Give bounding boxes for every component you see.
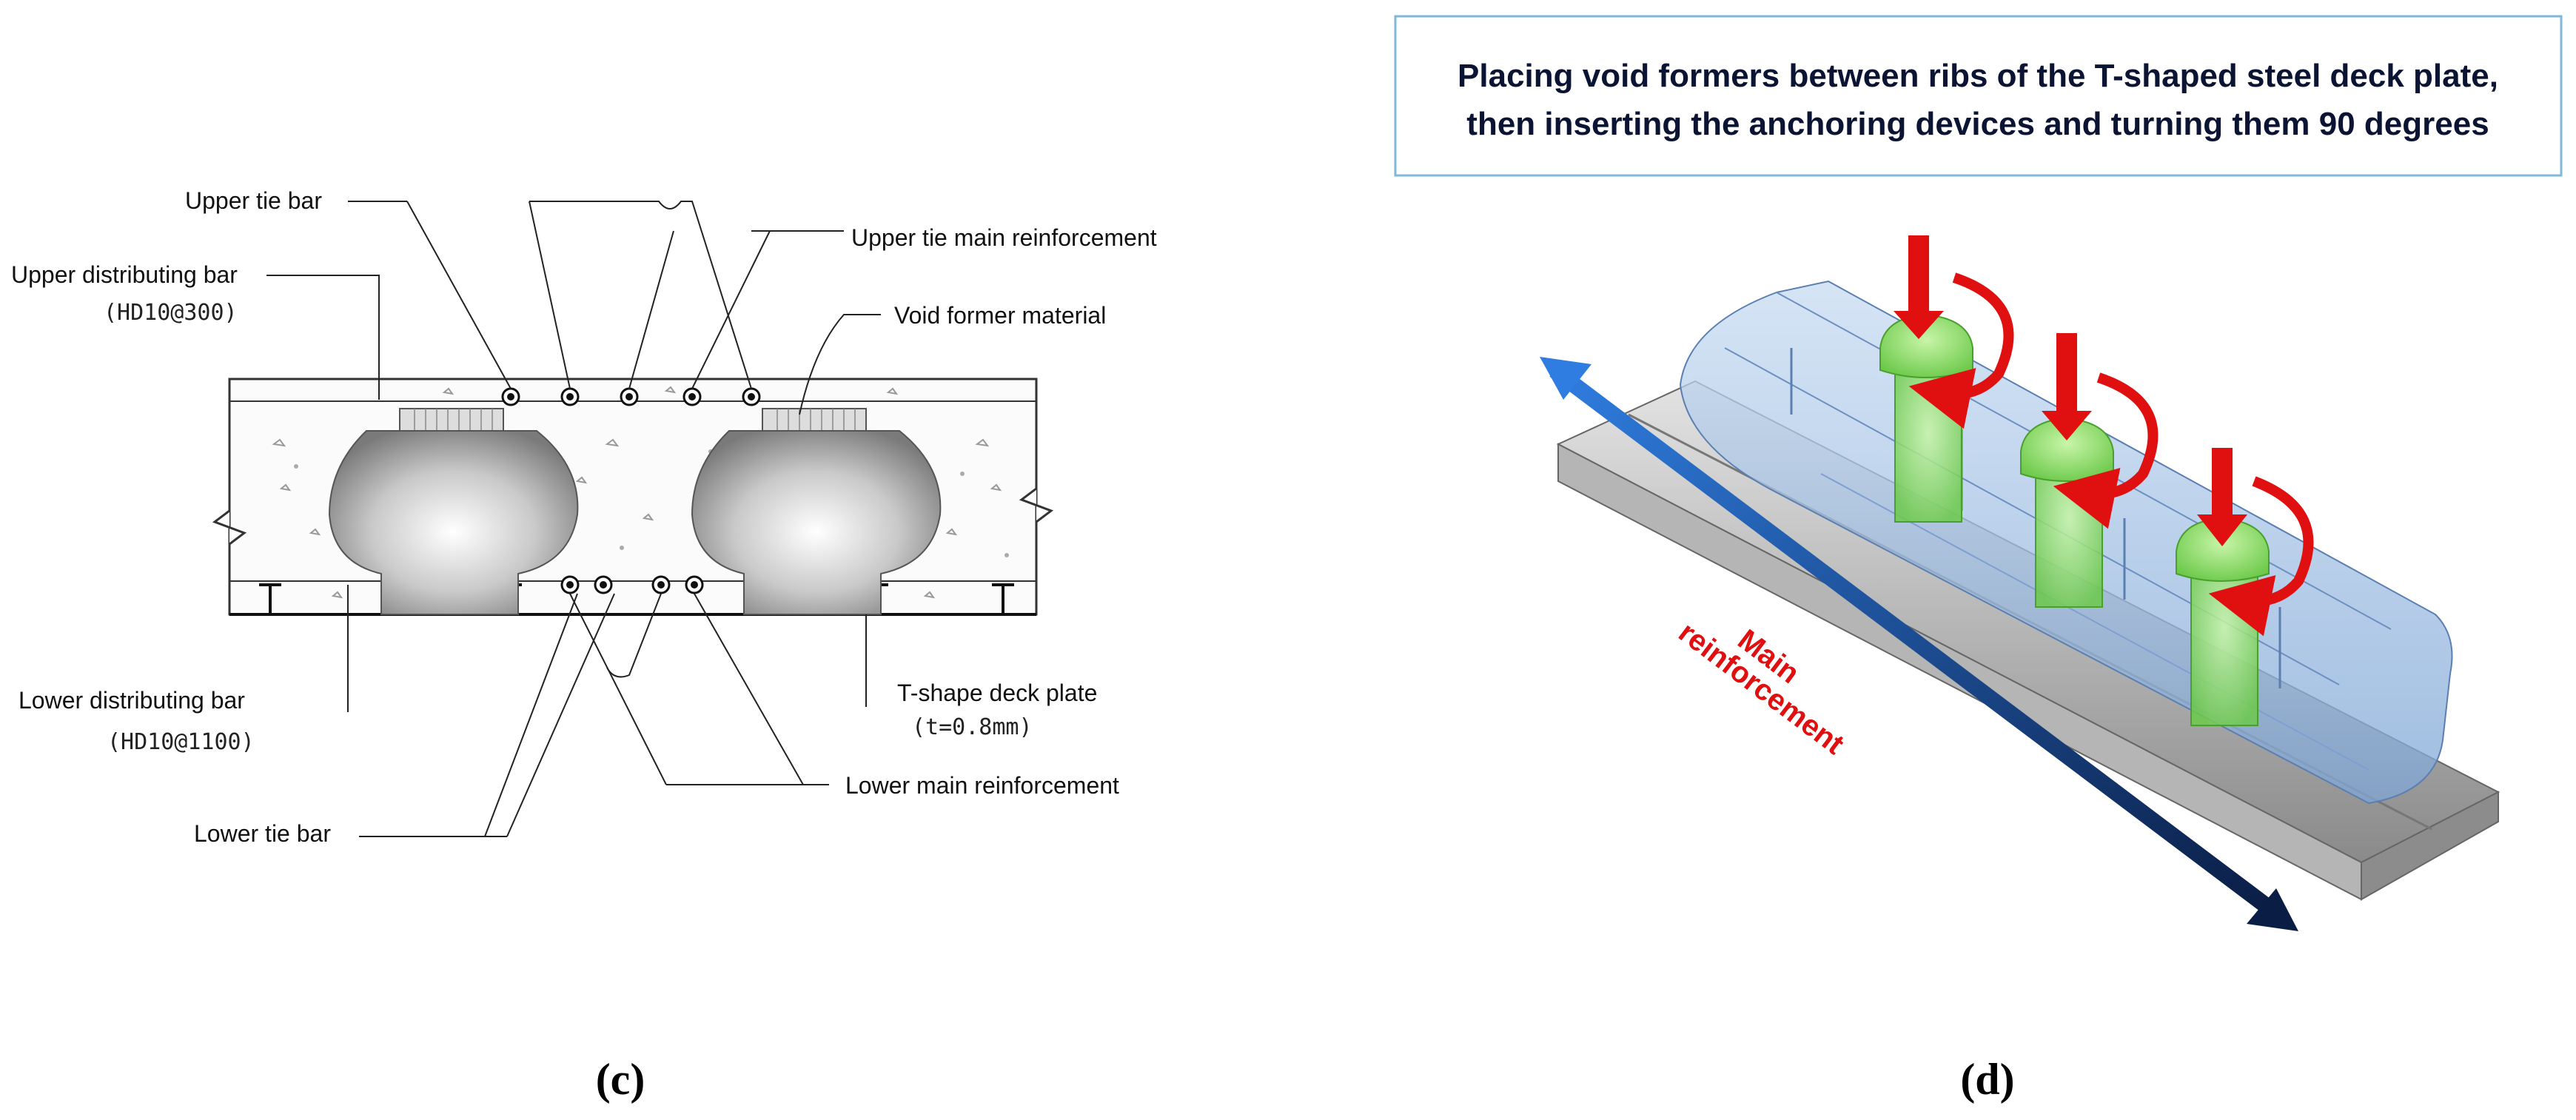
label-lower-distributing-bar: Lower distributing bar — [19, 687, 245, 714]
label-deck-thickness: (t=0.8mm) — [912, 714, 1033, 740]
void-former-right — [691, 408, 942, 615]
panel-d-title-box: Placing void formers between ribs of the… — [1394, 15, 2563, 177]
upper-rebars — [501, 387, 761, 406]
panel-c-caption: (c) — [596, 1055, 645, 1104]
anchoring-device-2 — [2020, 333, 2159, 608]
label-void-former-material: Void former material — [894, 302, 1106, 329]
arrowhead-end — [2247, 888, 2298, 931]
label-lower-tie-bar: Lower tie bar — [194, 820, 331, 847]
upper-tie-bars — [406, 201, 771, 389]
label-lower-main-reinforcement: Lower main reinforcement — [845, 772, 1119, 799]
label-lower-distributing-spec: (HD10@1100) — [107, 729, 255, 755]
anchoring-device-3 — [2176, 448, 2314, 726]
label-upper-tie-main-reinforcement: Upper tie main reinforcement — [851, 224, 1157, 251]
panel-d-caption: (d) — [1960, 1055, 2014, 1104]
void-former-left — [328, 408, 579, 615]
anchoring-device-1 — [1879, 235, 2014, 523]
lower-rebars — [560, 575, 704, 594]
panel-d-3d-illustration: Placing void formers between ribs of the… — [1394, 15, 2563, 1104]
label-t-shape-deck-plate: T-shape deck plate — [897, 680, 1097, 706]
panel-c-labels: Upper tie bar Upper tie main reinforceme… — [11, 187, 1157, 847]
lower-tie-bars — [484, 593, 804, 837]
title-line-2: then inserting the anchoring devices and… — [1466, 106, 2489, 142]
panel-c-section-drawing: Upper tie bar Upper tie main reinforceme… — [11, 187, 1157, 1104]
leader-lines — [266, 201, 881, 837]
label-upper-distributing-spec: (HD10@300) — [104, 300, 238, 326]
label-upper-tie-bar: Upper tie bar — [185, 187, 322, 214]
label-upper-distributing-bar: Upper distributing bar — [11, 261, 238, 288]
title-line-1: Placing void formers between ribs of the… — [1458, 58, 2498, 94]
arrowhead-start — [1540, 357, 1591, 400]
